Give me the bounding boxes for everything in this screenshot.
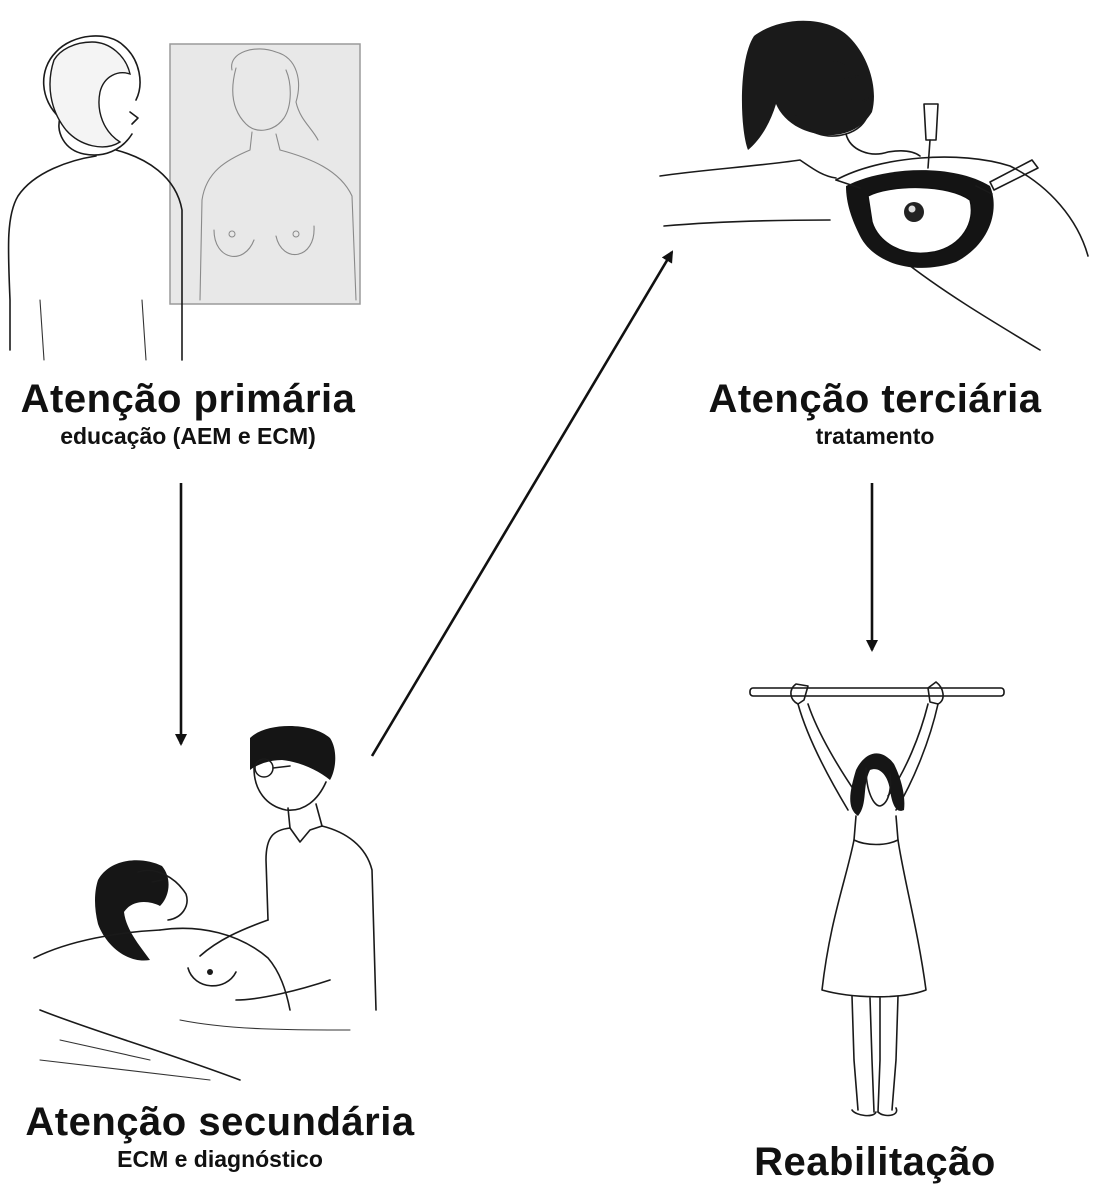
secondary-care-label: Atenção secundária ECM e diagnóstico (10, 1099, 430, 1173)
mirror (169, 43, 361, 305)
woman-back-figure (7, 35, 183, 361)
mirror-reflection (199, 48, 357, 301)
tertiary-care-label: Atenção terciária tratamento (690, 376, 1060, 450)
doctor-figure (199, 726, 377, 1011)
tertiary-care-illustration (659, 20, 1089, 351)
primary-care-subtitle: educação (AEM e ECM) (60, 423, 316, 449)
arrow-secondary-to-tertiary (370, 250, 674, 757)
secondary-care-title: Atenção secundária (25, 1100, 415, 1144)
secondary-care-subtitle: ECM e diagnóstico (117, 1146, 323, 1172)
secondary-care-illustration (33, 726, 377, 1081)
primary-care-title: Atenção primária (20, 377, 356, 421)
patient-figure (33, 860, 351, 1081)
exercise-bar (749, 687, 1005, 697)
rehab-label: Reabilitação (700, 1139, 1050, 1185)
tertiary-care-title: Atenção terciária (708, 377, 1042, 421)
retractors (835, 103, 1039, 195)
tertiary-care-subtitle: tratamento (815, 423, 935, 449)
rehab-title: Reabilitação (754, 1140, 996, 1184)
primary-care-label: Atenção primária educação (AEM e ECM) (0, 376, 376, 450)
rehab-illustration (749, 681, 1005, 1117)
primary-care-illustration (7, 35, 361, 361)
